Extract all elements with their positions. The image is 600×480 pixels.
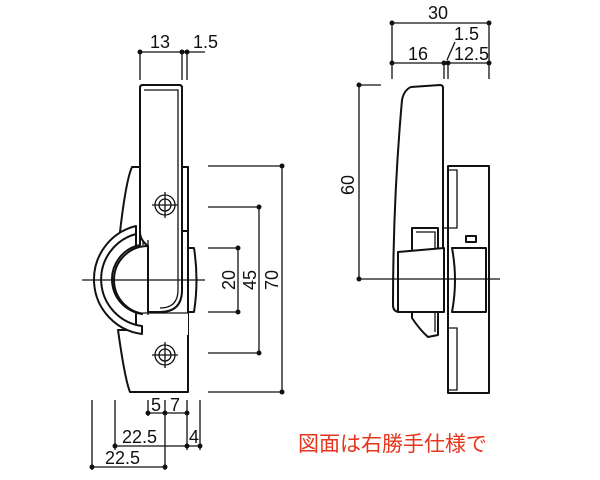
- indicator-slot: [465, 235, 477, 243]
- front-view: 13 1.5 20 45 70: [82, 32, 285, 470]
- dim-label: 7: [170, 395, 180, 415]
- dim-left: 60: [338, 82, 381, 282]
- dim-right: 20 45 70: [208, 163, 285, 395]
- dim-label: 1.5: [454, 24, 479, 44]
- dim-label: 5: [151, 395, 161, 415]
- ring: [92, 225, 143, 335]
- handle-outline: [144, 89, 179, 309]
- handle-stem: [139, 84, 183, 313]
- screw-upper-icon: [152, 192, 178, 218]
- dim-label: 13: [150, 32, 170, 52]
- dim-label: 45: [240, 270, 260, 290]
- dim-top: 30 16 1.5 12.5: [389, 3, 492, 79]
- dim-label: 60: [338, 175, 358, 195]
- dim-label: 70: [262, 270, 282, 290]
- handedness-note: 図面は右勝手仕様で: [298, 432, 487, 456]
- dim-label: 22.5: [105, 448, 140, 468]
- latch-block: [397, 247, 445, 313]
- base-plate-inner: [448, 169, 458, 391]
- dim-label: 30: [428, 3, 448, 23]
- dim-label: 22.5: [122, 427, 157, 447]
- dim-bottom: 5 7 4 22.5 22.5: [89, 395, 203, 470]
- base-lower-block: [143, 313, 188, 335]
- dim-label: 16: [408, 44, 428, 64]
- dim-top: 13 1.5: [137, 32, 218, 80]
- dim-label: 1.5: [193, 32, 218, 52]
- dim-label: 12.5: [454, 44, 489, 64]
- dim-label: 20: [219, 270, 239, 290]
- dim-label: 4: [189, 427, 199, 447]
- side-view: 30 16 1.5 12.5 60: [338, 3, 500, 394]
- screw-lower-icon: [152, 342, 178, 368]
- cam-block: [451, 247, 487, 313]
